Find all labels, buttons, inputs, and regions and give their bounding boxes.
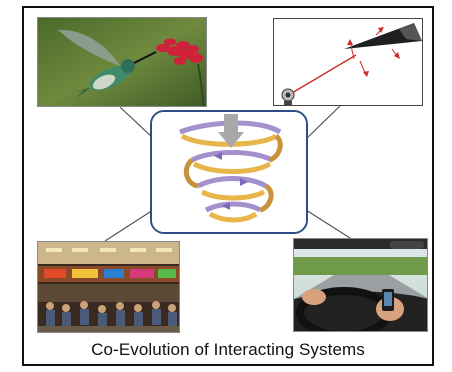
connector-bottom-left [104,209,154,242]
connector-top-right [304,105,341,141]
food-court-photo [37,241,180,333]
connector-top-left [119,106,156,141]
laser-diagram [273,18,423,106]
driving-phone-photo [293,238,428,332]
hummingbird-photo [37,17,207,107]
coevolution-spiral-box [150,110,308,234]
figure-caption: Co-Evolution of Interacting Systems [91,340,365,359]
connector-bottom-right [305,209,351,239]
